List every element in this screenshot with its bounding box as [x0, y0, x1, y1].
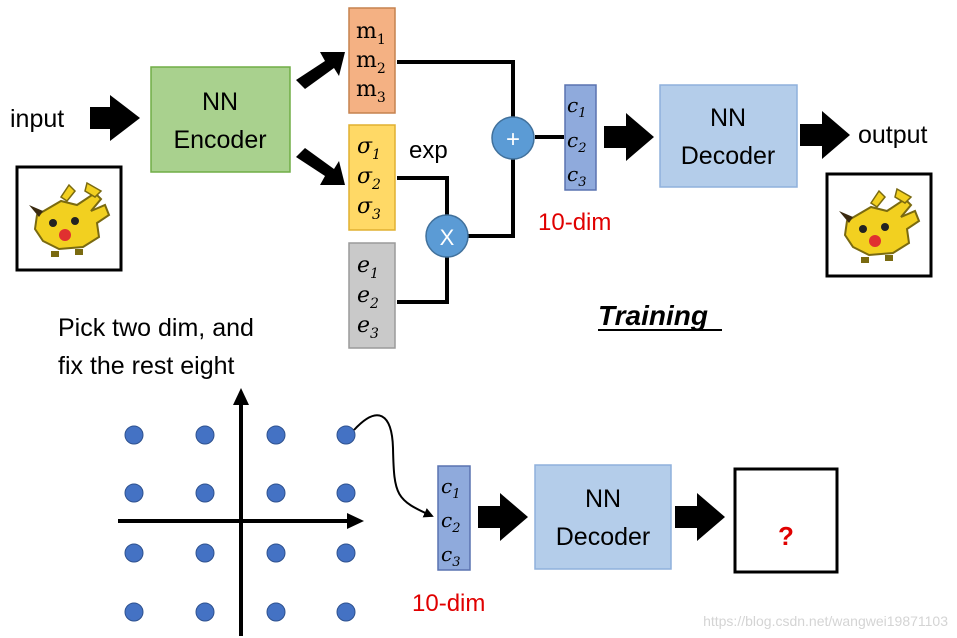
code-vector-generation: c1 c2 c3 [437, 465, 471, 571]
latent-dot-grid [124, 425, 356, 622]
caption-line2: fix the rest eight [58, 352, 235, 380]
training-title: Training [598, 300, 708, 331]
encoder-label-line2: Encoder [173, 126, 266, 154]
nn-decoder-box-training: NN Decoder [659, 84, 798, 188]
gen-decoder-label-line2: Decoder [556, 523, 651, 551]
latent-sample-dot [266, 543, 286, 563]
gen-code-3: c3 [441, 542, 460, 570]
sample-curve-arrow [353, 414, 434, 518]
latent-sample-dot [336, 425, 356, 445]
sigma-3: σ3 [357, 194, 381, 223]
right-arrow-icon [478, 493, 528, 541]
arrow-to-sigmas [296, 148, 345, 185]
mean-1: m1 [356, 19, 386, 48]
encoder-label-line1: NN [202, 88, 238, 116]
right-arrow-icon [604, 113, 654, 161]
pikachu-input-image [15, 165, 123, 272]
mean-3: m3 [356, 77, 386, 106]
noise-2: e2 [357, 283, 379, 312]
latent-sample-dot [266, 483, 286, 503]
pikachu-output-image [825, 172, 933, 278]
code-1: c1 [567, 93, 586, 121]
decoder-label-line2: Decoder [681, 142, 776, 170]
right-arrow-icon [800, 111, 850, 159]
nn-decoder-box-generation: NN Decoder [534, 464, 672, 570]
gen-code-2: c2 [441, 508, 460, 536]
dim-label-generation: 10-dim [412, 590, 485, 617]
code-vector-training: c1 c2 c3 [564, 84, 597, 191]
plus-symbol: + [506, 126, 520, 153]
latent-sample-dot [266, 425, 286, 445]
sigma-2: σ2 [357, 164, 381, 193]
times-symbol: X [440, 225, 455, 250]
latent-sample-dot [124, 425, 144, 445]
input-label: input [10, 105, 64, 133]
latent-sample-dot [124, 602, 144, 622]
code-2: c2 [567, 128, 586, 156]
latent-sample-dot [266, 602, 286, 622]
plus-node: + [491, 116, 535, 160]
noise-3: e3 [357, 313, 379, 342]
question-mark: ? [778, 521, 794, 551]
sigma-1: σ1 [357, 134, 381, 163]
mean-vector: m1 m2 m3 [348, 7, 396, 114]
code-3: c3 [567, 162, 586, 190]
arrow-to-means [296, 52, 345, 89]
latent-sample-dot [195, 483, 215, 503]
gen-decoder-label-line1: NN [585, 485, 621, 513]
latent-sample-dot [124, 483, 144, 503]
latent-sample-dot [195, 602, 215, 622]
output-label: output [858, 121, 928, 149]
watermark: https://blog.csdn.net/wangwei19871103 [703, 613, 948, 629]
caption-line1: Pick two dim, and [58, 314, 254, 342]
sigma-vector: σ1 σ2 σ3 [348, 124, 396, 231]
latent-sample-dot [336, 543, 356, 563]
latent-sample-dot [195, 425, 215, 445]
dim-label-training: 10-dim [538, 209, 611, 236]
gen-code-1: c1 [441, 474, 460, 502]
connector-lines [397, 60, 564, 304]
nn-encoder-box: NN Encoder [150, 66, 291, 173]
right-arrow-icon [675, 493, 725, 541]
latent-axes [118, 388, 364, 636]
decoder-label-line1: NN [710, 104, 746, 132]
noise-1: e1 [357, 253, 379, 282]
latent-sample-dot [336, 483, 356, 503]
right-arrow-icon [90, 95, 140, 141]
latent-sample-dot [195, 543, 215, 563]
multiply-node: X [425, 214, 469, 258]
unknown-output-box: ? [733, 467, 839, 574]
exp-label: exp [409, 137, 448, 164]
noise-vector: e1 e2 e3 [348, 242, 396, 349]
latent-sample-dot [124, 543, 144, 563]
mean-2: m2 [356, 48, 386, 77]
latent-sample-dot [336, 602, 356, 622]
